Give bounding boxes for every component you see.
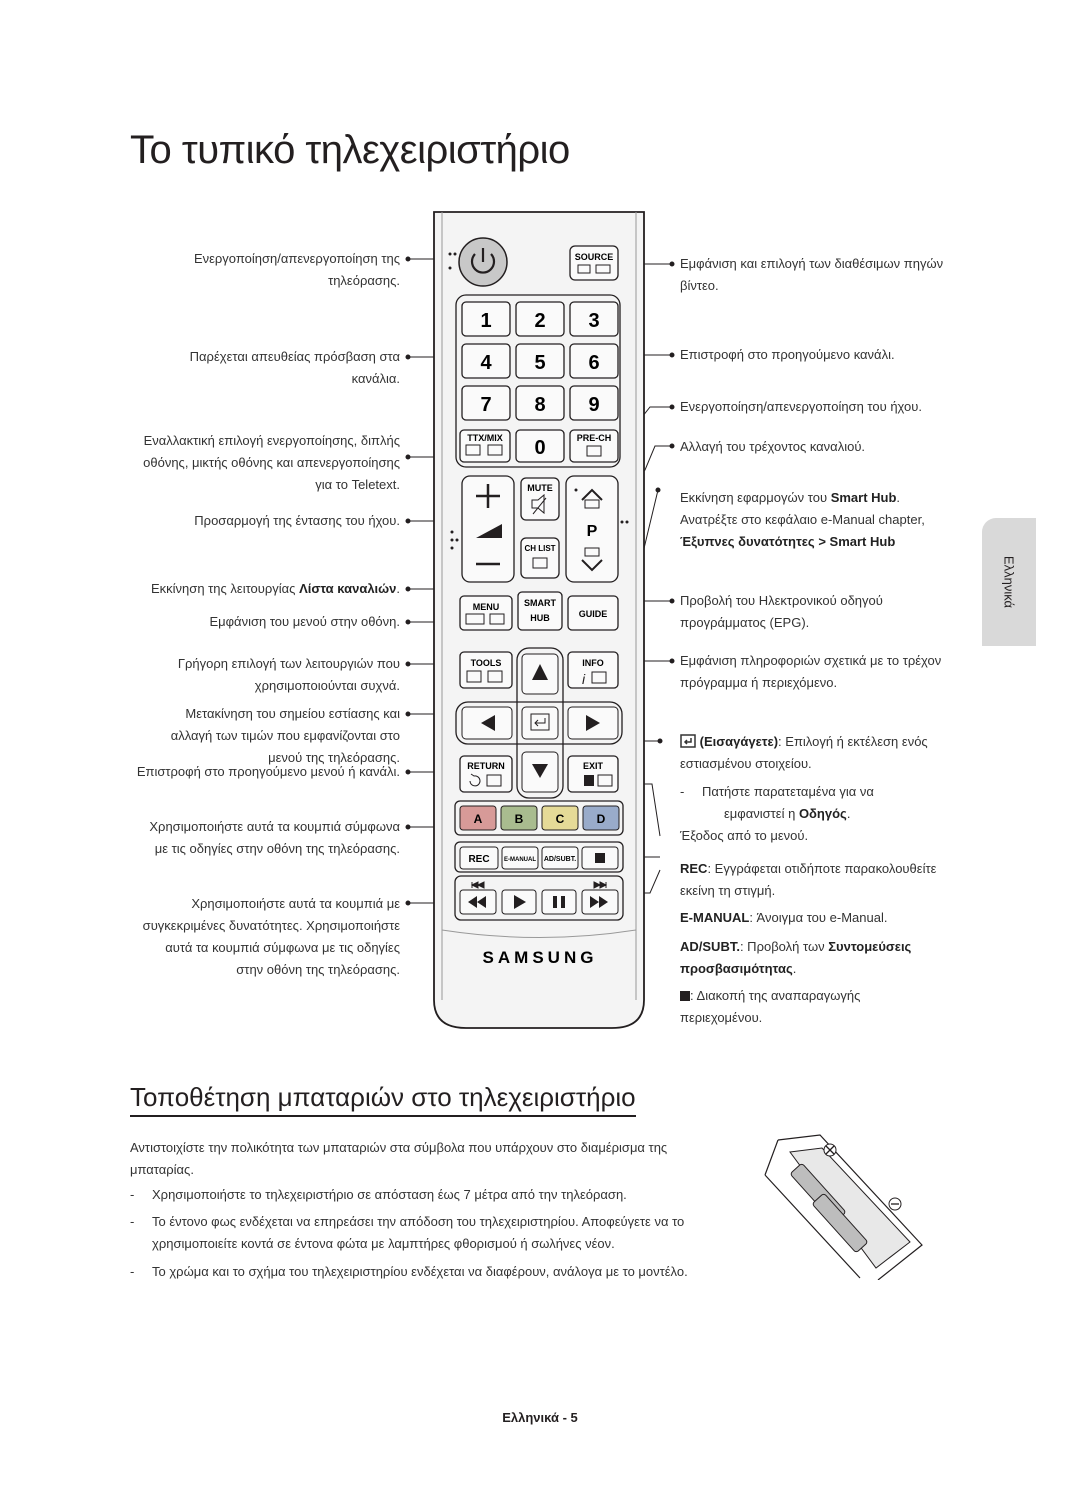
ttx-mix-button[interactable] — [459, 429, 511, 463]
color-c-button[interactable] — [541, 805, 579, 831]
stop-icon — [680, 991, 690, 1001]
svg-text:GUIDE: GUIDE — [579, 609, 608, 619]
svg-text:i: i — [582, 671, 586, 687]
svg-text:EXIT: EXIT — [583, 761, 604, 771]
svg-text:MUTE: MUTE — [527, 483, 553, 493]
label-smarthub: Εκκίνηση εφαρμογών του Smart Hub. Ανατρέ… — [680, 490, 925, 549]
menu-button[interactable] — [459, 595, 513, 631]
source-button[interactable] — [569, 245, 619, 281]
svg-text:SMART: SMART — [524, 598, 556, 608]
color-button-label: B — [515, 812, 524, 826]
label-source: Εμφάνιση και επιλογή των διαθέσιμων πηγώ… — [680, 256, 944, 293]
digit-7-label: 7 — [480, 394, 491, 416]
label-chlist: Εκκίνηση της λειτουργίας Λίστα καναλιών. — [151, 581, 400, 596]
tools-button[interactable] — [459, 651, 513, 689]
samsung-logo: SAMSUNG — [483, 948, 598, 967]
svg-text:HUB: HUB — [530, 613, 550, 623]
svg-text:0: 0 — [534, 437, 545, 459]
exit-button[interactable] — [567, 755, 619, 793]
digit-4-label: 4 — [480, 352, 492, 374]
svg-text:TOOLS: TOOLS — [471, 658, 502, 668]
label-mute: Ενεργοποίηση/απενεργοποίηση του ήχου. — [680, 399, 922, 414]
label-stop: : Διακοπή της αναπαραγωγής περιεχομένου. — [680, 988, 861, 1025]
digit-9-button[interactable] — [569, 385, 619, 421]
label-rec: REC: Εγγράφεται οτιδήποτε παρακολουθείτε… — [680, 861, 937, 898]
svg-text:CH LIST: CH LIST — [524, 544, 555, 553]
return-button[interactable] — [459, 755, 513, 793]
label-prech: Επιστροφή στο προηγούμενο κανάλι. — [680, 347, 895, 362]
digit-0-button[interactable] — [515, 429, 565, 463]
digit-6-label: 6 — [588, 352, 599, 374]
digit-1-button[interactable] — [461, 301, 511, 337]
digit-8-button[interactable] — [515, 385, 565, 421]
label-enter-note: -Πατήστε παρατεταμένα για να εμφανιστεί … — [680, 784, 874, 821]
language-side-tab: Ελληνικά — [982, 518, 1036, 646]
label-adsubt: AD/SUBT.: Προβολή των Συντομεύσεις προσβ… — [680, 939, 912, 976]
label-return: Επιστροφή στο προηγούμενο μενού ή κανάλι… — [136, 764, 400, 779]
digit-5-label: 5 — [534, 352, 545, 374]
battery-compartment-illustration — [764, 1134, 923, 1280]
digit-2-button[interactable] — [515, 301, 565, 337]
batteries-bullet-2: -Το έντονο φως ενδέχεται να επηρεάσει τη… — [130, 1214, 685, 1251]
batteries-heading: Τοποθέτηση μπαταριών στο τηλεχειριστήριο — [130, 1082, 636, 1117]
color-d-button[interactable] — [582, 805, 620, 831]
page-title: Το τυπικό τηλεχειριστήριο — [130, 128, 570, 172]
mute-button[interactable] — [520, 477, 560, 521]
svg-text:E-MANUAL: E-MANUAL — [504, 857, 536, 863]
rec-button[interactable] — [459, 846, 499, 870]
digit-8-label: 8 — [534, 394, 545, 416]
page-footer: Ελληνικά - 5 — [502, 1410, 578, 1425]
color-button-label: C — [556, 812, 565, 826]
svg-text:INFO: INFO — [582, 658, 604, 668]
volume-rocker[interactable] — [461, 475, 515, 583]
svg-text:REC: REC — [468, 854, 489, 865]
label-menu: Εμφάνιση του μενού στην οθόνη. — [209, 614, 400, 629]
pause-button[interactable] — [541, 889, 577, 915]
digit-9-label: 9 — [588, 394, 599, 416]
label-ttx: Εναλλακτική επιλογή ενεργοποίησης, διπλή… — [143, 433, 400, 492]
enter-icon — [680, 734, 696, 748]
batteries-intro: Αντιστοιχίστε την πολικότητα των μπαταρι… — [130, 1140, 668, 1177]
source-button-label: SOURCE — [575, 252, 614, 262]
digit-5-button[interactable] — [515, 343, 565, 379]
e-manual-button[interactable] — [501, 846, 539, 870]
smart-hub-button[interactable] — [517, 591, 563, 631]
svg-text:AD/SUBT.: AD/SUBT. — [544, 856, 576, 863]
color-button-label: A — [474, 812, 483, 826]
label-exit: Έξοδος από το μενού. — [680, 828, 809, 843]
label-channel: Αλλαγή του τρέχοντος καναλιού. — [680, 439, 866, 454]
digit-3-label: 3 — [588, 310, 599, 332]
batteries-bullet-1: -Χρησιμοποιήστε το τηλεχειριστήριο σε απ… — [130, 1187, 627, 1202]
label-volume: Προσαρμογή της έντασης του ήχου. — [194, 513, 400, 528]
svg-text:RETURN: RETURN — [467, 761, 505, 771]
label-info: Εμφάνιση πληροφοριών σχετικά με το τρέχο… — [680, 653, 942, 690]
digit-3-button[interactable] — [569, 301, 619, 337]
digit-7-button[interactable] — [461, 385, 511, 421]
ad-subt-button[interactable] — [541, 846, 579, 870]
channel-rocker[interactable] — [565, 475, 619, 583]
batteries-bullet-3: -Το χρώμα και το σχήμα του τηλεχειριστηρ… — [130, 1264, 688, 1279]
svg-text:TTX/MIX: TTX/MIX — [467, 433, 503, 443]
svg-text:MENU: MENU — [473, 602, 500, 612]
svg-text:PRE-CH: PRE-CH — [577, 433, 612, 443]
digit-6-button[interactable] — [569, 343, 619, 379]
guide-button[interactable] — [567, 595, 619, 631]
remote-diagram: SOURCE 1 2 3 4 5 6 7 8 9 TTX/MIX 0 PRE-CH MUTE C… — [405, 211, 675, 1029]
color-button-label: D — [597, 812, 606, 826]
label-emanual: E-MANUAL: Άνοιγμα του e-Manual. — [680, 910, 888, 925]
label-enter: (Εισαγάγετε): Επιλογή ή εκτέλεση ενός εσ… — [680, 734, 928, 771]
digit-1-label: 1 — [480, 310, 491, 332]
svg-text:P: P — [587, 523, 598, 540]
color-b-button[interactable] — [500, 805, 538, 831]
digit-4-button[interactable] — [461, 343, 511, 379]
color-a-button[interactable] — [459, 805, 497, 831]
digit-2-label: 2 — [534, 310, 545, 332]
